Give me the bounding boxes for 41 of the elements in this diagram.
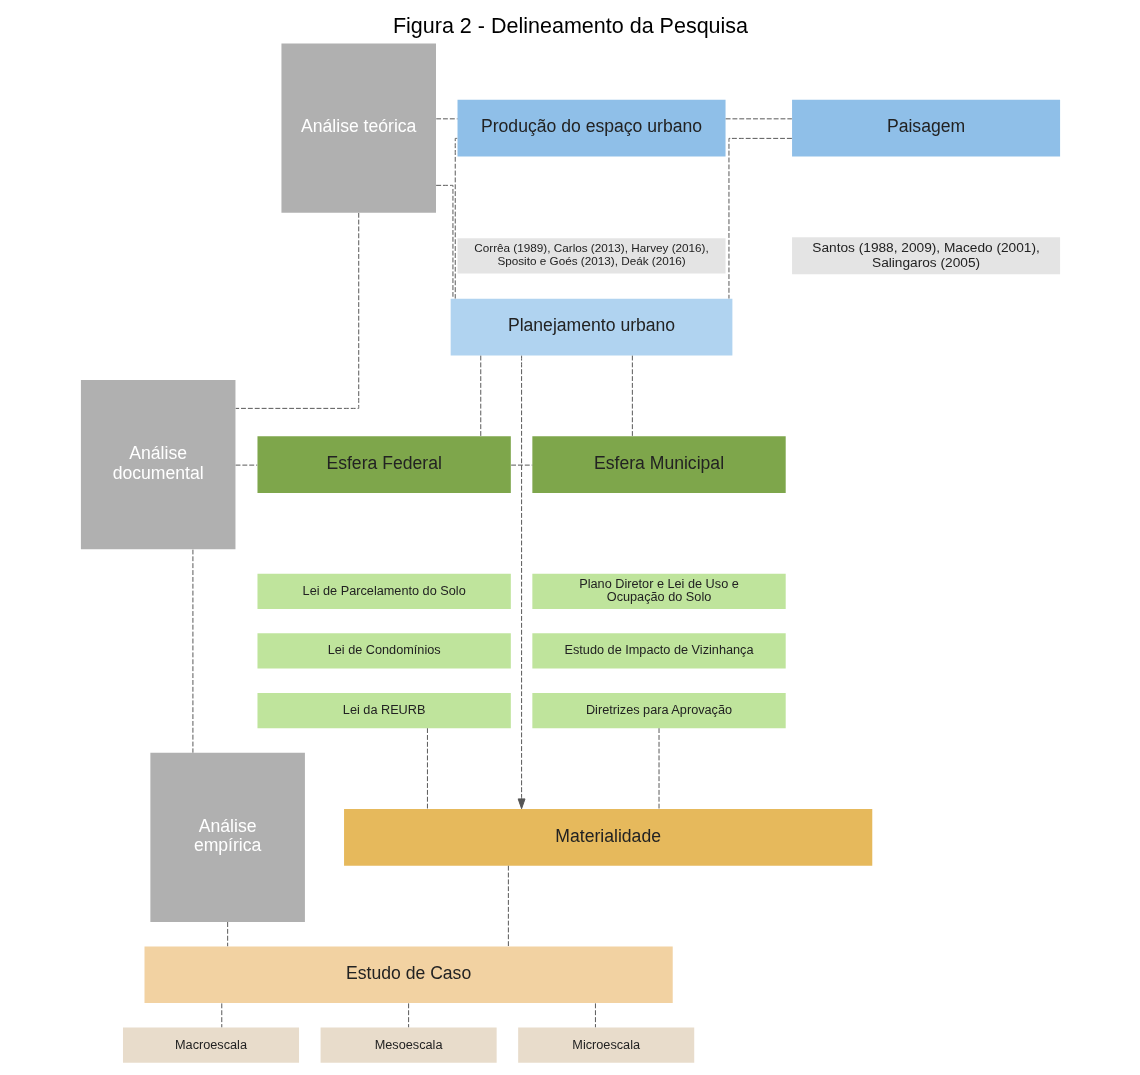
connector: [658, 727, 659, 810]
node-box: Diretrizes para Aprovação: [531, 693, 786, 729]
node-box: Mesoescala: [320, 1027, 497, 1063]
connector: [426, 727, 428, 810]
connector: [435, 118, 458, 120]
node-box: Macroescala: [122, 1027, 299, 1063]
node-box: Produção do espaço urbano: [457, 99, 726, 157]
node-box: Análise empírica: [149, 752, 305, 922]
node-box: Esfera Municipal: [531, 436, 786, 493]
connector: [191, 549, 193, 754]
node-box: Análise documental: [80, 380, 235, 550]
connector: [435, 184, 453, 299]
connector: [407, 1002, 409, 1028]
arrow: [517, 355, 525, 810]
node-box: Santos (1988, 2009), Macedo (2001), Salingaros (2005): [791, 237, 1060, 275]
connector: [220, 1002, 222, 1028]
diagram-title: Figura 2 - Delineamento da Pesquisa: [392, 14, 748, 39]
node-box: Esfera Federal: [257, 436, 511, 493]
node-box: Lei de Condomínios: [257, 633, 511, 669]
connector: [507, 865, 509, 947]
node-box: Estudo de Caso: [144, 946, 673, 1004]
connector: [234, 212, 359, 409]
connector: [454, 137, 458, 299]
node-box: Plano Diretor e Lei de Uso e Ocupação do Solo: [531, 573, 786, 609]
node-box: Planejamento urbano: [450, 298, 732, 356]
node-box: Paisagem: [791, 99, 1060, 157]
node-box: Corrêa (1989), Carlos (2013), Harvey (2016), Sposito e Goés (2013), Deák (2016): [457, 238, 726, 274]
node-box: Materialidade: [343, 808, 872, 866]
connector: [510, 464, 533, 466]
node-box: Microescala: [517, 1027, 694, 1063]
connector: [594, 1002, 596, 1028]
connector: [724, 118, 792, 120]
connector: [234, 464, 258, 466]
node-box: Lei de Parcelamento do Solo: [257, 573, 511, 609]
connector: [631, 355, 633, 437]
node-box: Estudo de Impacto de Vizinhança: [531, 633, 786, 669]
node-box: Lei da REURB: [257, 693, 511, 729]
connector: [479, 355, 481, 437]
connector: [728, 137, 792, 299]
node-box: Análise teórica: [280, 43, 436, 213]
connector: [226, 921, 228, 947]
